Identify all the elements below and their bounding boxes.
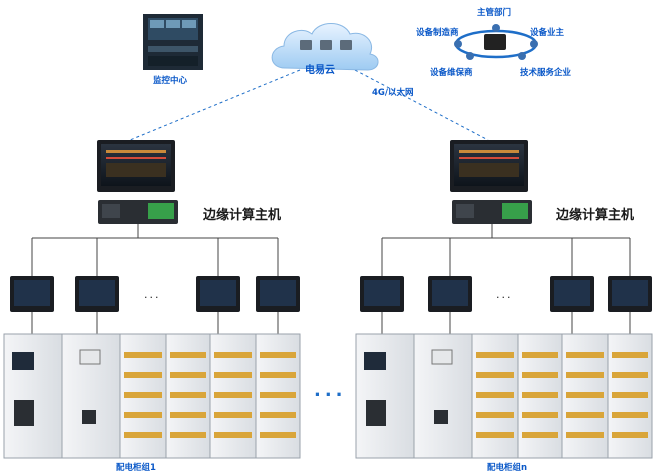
cabinet-row-right: [355, 333, 653, 459]
bus-right: [381, 224, 631, 334]
edge-host-left-device: [98, 200, 178, 224]
monitor-center-label: 监控中心: [153, 76, 188, 86]
laptop-icon: [484, 34, 506, 50]
panel-hmi-left-2: [75, 276, 119, 312]
panel-hmi-left-3: [196, 276, 240, 312]
monitor-center-image: [143, 14, 203, 70]
hmi-screen-left: [97, 140, 175, 192]
cloud-label: 电易云: [305, 65, 335, 76]
panel-hmi-left-1: [10, 276, 54, 312]
panel-hmi-left-4: [256, 276, 300, 312]
edge-host-label-left: 边缘计算主机: [203, 208, 282, 223]
panel-hmi-right-4: [608, 276, 652, 312]
ellipsis-right: ...: [496, 288, 513, 301]
panel-hmi-right-3: [550, 276, 594, 312]
ellipsis-left: ...: [144, 288, 161, 301]
network-link-right: [354, 69, 489, 141]
stakeholder-diagram: [454, 24, 538, 60]
cloud-icon: [271, 23, 379, 71]
ellipsis-groups: ...: [314, 380, 347, 401]
panel-hmi-right-2: [428, 276, 472, 312]
stakeholder-right-top: 设备业主: [530, 28, 565, 38]
network-link-left: [129, 69, 301, 141]
cabinet-group-label-right: 配电柜组n: [487, 463, 528, 473]
stakeholder-top: 主管部门: [477, 8, 512, 18]
edge-host-right-device: [452, 200, 532, 224]
bus-left: [31, 224, 279, 334]
hmi-screen-right: [450, 140, 528, 192]
cabinet-group-label-left: 配电柜组1: [116, 463, 156, 473]
stakeholder-left-bottom: 设备维保商: [430, 68, 473, 78]
panel-hmi-right-1: [360, 276, 404, 312]
network-label: 4G/以太网: [372, 88, 414, 98]
stakeholder-left-top: 设备制造商: [416, 28, 459, 38]
stakeholder-right-bottom: 技术服务企业: [520, 68, 572, 78]
person-icon: [492, 24, 500, 32]
cabinet-row-left: [3, 333, 301, 459]
edge-host-label-right: 边缘计算主机: [556, 208, 635, 223]
